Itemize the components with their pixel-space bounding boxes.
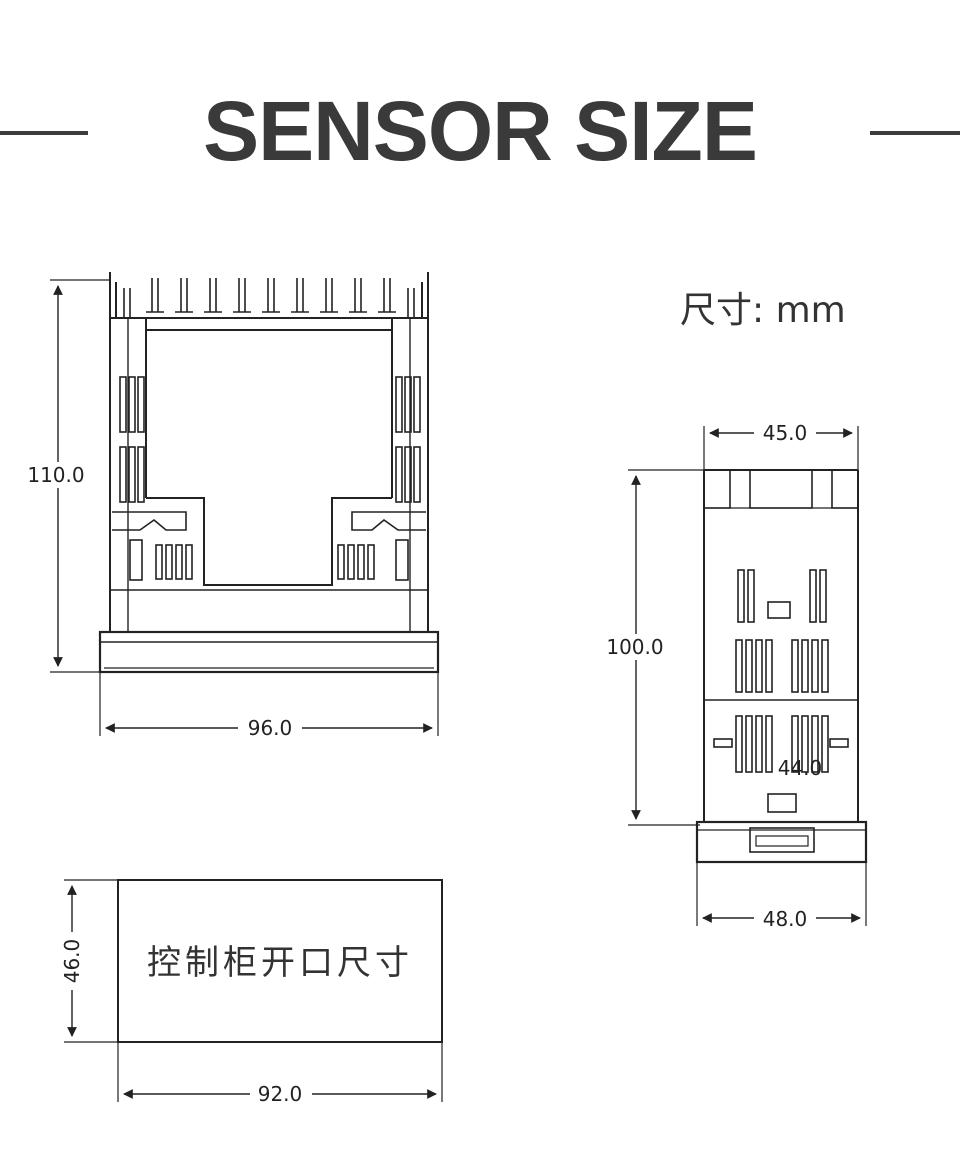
cutout-width-dimension: 92.0	[117, 1042, 443, 1108]
front-height-label: 110.0	[27, 463, 84, 487]
side-top-width-label: 45.0	[763, 421, 808, 445]
title-block: SENSOR SIZE	[0, 78, 960, 188]
side-bottom-width-label: 48.0	[763, 907, 808, 931]
unit-label: 尺寸: mm	[680, 290, 846, 331]
panel-cutout: 控制柜开口尺寸	[117, 879, 443, 1043]
connector-pins	[123, 278, 415, 318]
front-width-label: 96.0	[248, 716, 293, 740]
cutout-width-label: 92.0	[258, 1082, 303, 1106]
side-height-label: 100.0	[606, 635, 663, 659]
side-top-width-dimension: 45.0	[703, 420, 859, 470]
title-decoration-left	[0, 131, 88, 135]
side-height-dimension: 100.0	[602, 469, 704, 826]
page-title: SENSOR SIZE	[203, 84, 758, 178]
panel-cutout-label: 控制柜开口尺寸	[147, 943, 413, 983]
front-vent-slots	[119, 376, 421, 503]
title-decoration-right	[870, 131, 960, 135]
cutout-height-label: 46.0	[60, 939, 84, 984]
side-bottom-width-dimension: 48.0	[696, 862, 867, 932]
side-vent-slots	[713, 569, 849, 813]
front-view	[98, 272, 440, 674]
front-height-dimension: 110.0	[24, 279, 110, 673]
side-depth-label: 44.0	[778, 756, 823, 780]
side-view	[695, 469, 868, 864]
cutout-height-dimension: 46.0	[58, 879, 118, 1043]
front-width-dimension: 96.0	[99, 672, 439, 742]
